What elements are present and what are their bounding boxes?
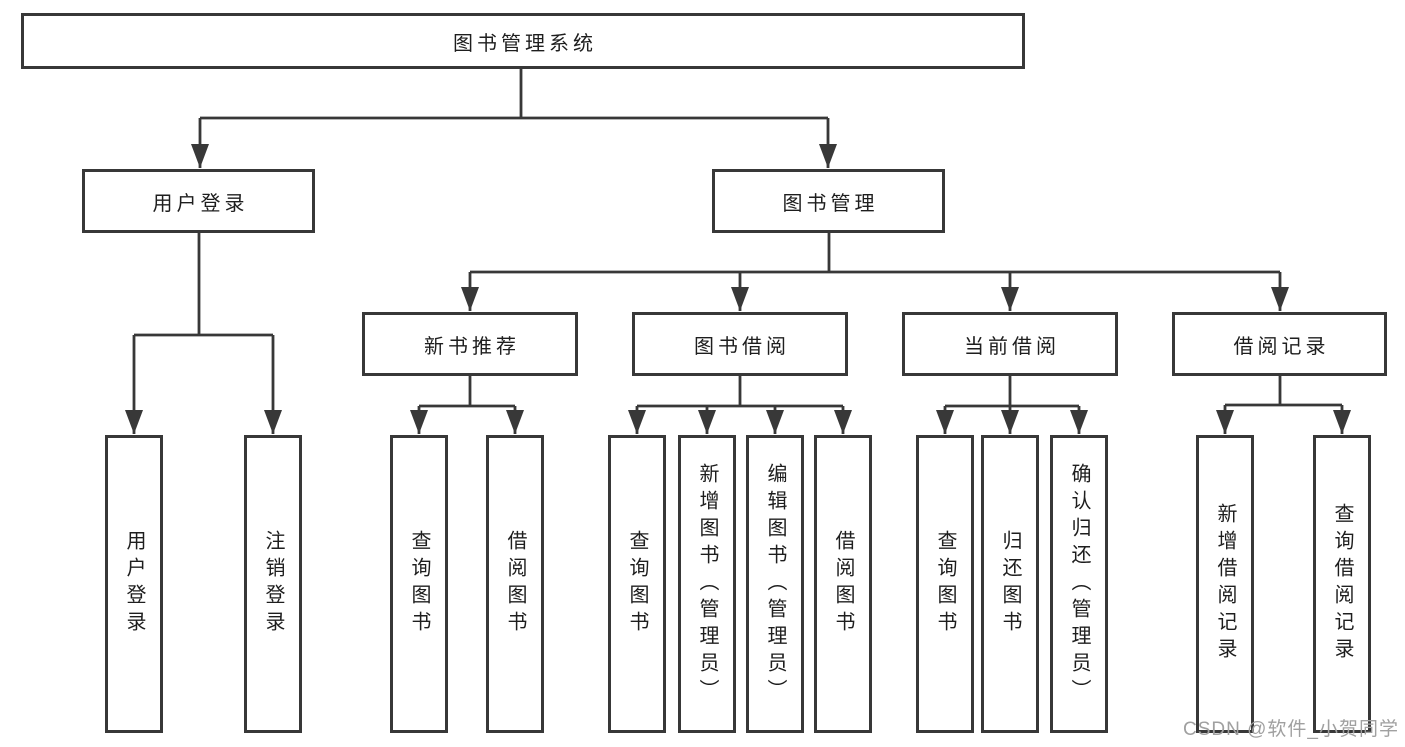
leaf-borrow-books-rec: 借阅图书 <box>486 435 544 733</box>
leaf-query-books-rec: 查询图书 <box>390 435 448 733</box>
node-current-borrow-label: 当前借阅 <box>964 335 1060 358</box>
leaf-borrow-books-rec-label: 借阅图书 <box>504 530 526 638</box>
node-current-borrow: 当前借阅 <box>902 312 1118 376</box>
connector-borrow-records-children <box>1216 376 1351 434</box>
node-new-book-rec: 新书推荐 <box>362 312 578 376</box>
connector-new-book-rec-children <box>410 376 524 434</box>
leaf-add-book-admin-label: 新增图书（管理员） <box>696 462 718 706</box>
leaf-query-books-borrow: 查询图书 <box>608 435 666 733</box>
leaf-edit-book-admin-label: 编辑图书（管理员） <box>764 462 786 706</box>
csdn-watermark: CSDN @软件_小贺同学 <box>1183 719 1399 740</box>
leaf-return-book-label: 归还图书 <box>999 530 1021 638</box>
leaf-logout: 注销登录 <box>244 435 302 733</box>
connector-book-mgmt-children <box>461 233 1289 311</box>
node-user-login-label: 用户登录 <box>152 192 249 215</box>
leaf-confirm-return-admin: 确认归还（管理员） <box>1050 435 1108 733</box>
leaf-logout-label: 注销登录 <box>262 530 284 638</box>
node-borrow-records: 借阅记录 <box>1172 312 1387 376</box>
connector-user-login-children <box>125 233 282 434</box>
node-root-label: 图书管理系统 <box>453 32 597 55</box>
leaf-user-login-label: 用户登录 <box>123 530 145 638</box>
leaf-confirm-return-admin-label: 确认归还（管理员） <box>1068 462 1090 706</box>
leaf-borrow-books-borrow-label: 借阅图书 <box>832 530 854 638</box>
leaf-query-books-current-label: 查询图书 <box>934 530 956 638</box>
node-user-login: 用户登录 <box>82 169 315 233</box>
leaf-return-book: 归还图书 <box>981 435 1039 733</box>
leaf-edit-book-admin: 编辑图书（管理员） <box>746 435 804 733</box>
node-borrow-records-label: 借阅记录 <box>1233 335 1330 358</box>
node-book-mgmt: 图书管理 <box>712 169 945 233</box>
connector-book-borrow-children <box>628 376 852 434</box>
leaf-query-books-current: 查询图书 <box>916 435 974 733</box>
connector-current-borrow-children <box>936 376 1088 434</box>
leaf-query-books-rec-label: 查询图书 <box>408 530 430 638</box>
connector-root-to-level2 <box>191 69 837 168</box>
node-book-mgmt-label: 图书管理 <box>782 192 879 215</box>
node-book-borrow: 图书借阅 <box>632 312 848 376</box>
leaf-query-books-borrow-label: 查询图书 <box>626 530 648 638</box>
node-root: 图书管理系统 <box>21 13 1025 69</box>
leaf-add-borrow-record: 新增借阅记录 <box>1196 435 1254 733</box>
leaf-user-login: 用户登录 <box>105 435 163 733</box>
node-book-borrow-label: 图书借阅 <box>694 335 790 358</box>
leaf-add-book-admin: 新增图书（管理员） <box>678 435 736 733</box>
leaf-query-borrow-record: 查询借阅记录 <box>1313 435 1371 733</box>
leaf-borrow-books-borrow: 借阅图书 <box>814 435 872 733</box>
node-new-book-rec-label: 新书推荐 <box>424 335 520 358</box>
leaf-add-borrow-record-label: 新增借阅记录 <box>1214 503 1236 665</box>
leaf-query-borrow-record-label: 查询借阅记录 <box>1331 503 1353 665</box>
